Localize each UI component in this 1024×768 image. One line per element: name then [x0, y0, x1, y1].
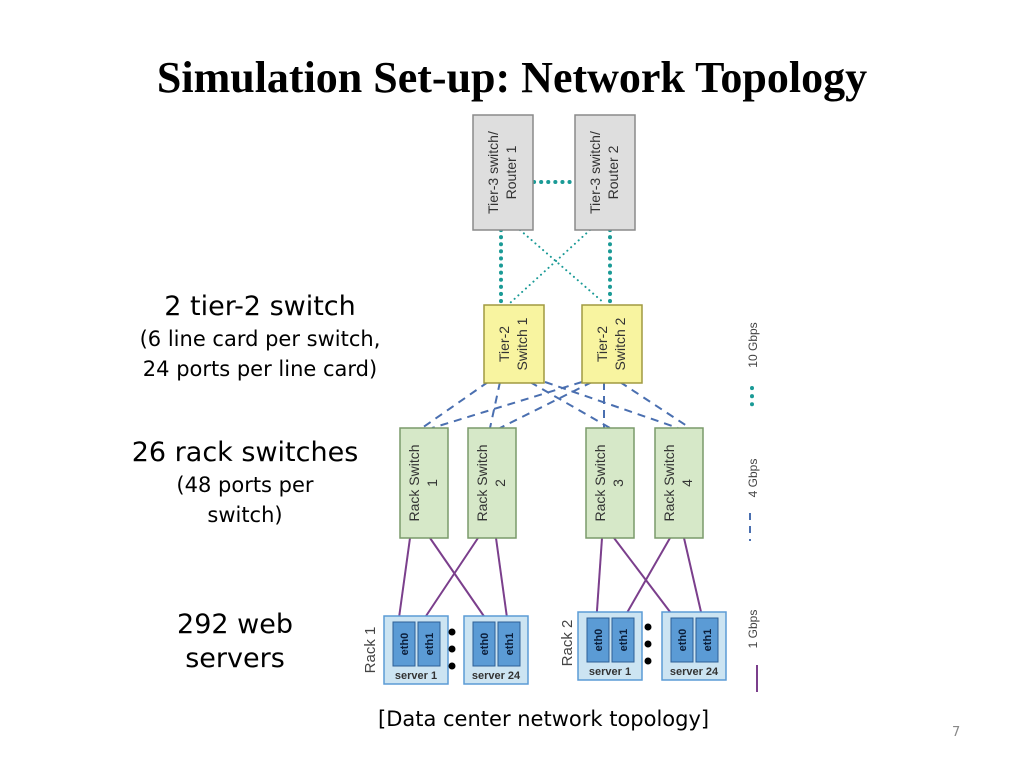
rack2-server-24-eth0: eth0: [677, 629, 689, 652]
rack2-server-24: eth0 eth1 server 24: [661, 611, 727, 681]
rack2-server-1: eth0 eth1 server 1: [577, 611, 643, 681]
rack1-server-24-eth1: eth1: [504, 633, 516, 656]
rack-switch-4-line1: Rack Switch: [661, 444, 677, 521]
rack1-server-1-eth0: eth0: [399, 633, 411, 656]
rack-switch-2-line1: Rack Switch: [474, 444, 490, 521]
servers-note-line2: servers: [185, 643, 285, 674]
tier3-router-2-line1: Tier-3 switch/: [587, 131, 603, 214]
tier2-note: 2 tier-2 switch (6 line card per switch,…: [100, 290, 420, 384]
rack1-server-24-eth0: eth0: [479, 633, 491, 656]
tier2-switch-1-line2: Switch 1: [514, 317, 530, 370]
link-rack2-server24-eth1: [495, 537, 509, 626]
rack1-server-1-label: server 1: [395, 670, 437, 682]
legend: 10 Gbps 4 Gbps 1 Gbps: [746, 322, 760, 692]
rack2-server-1-eth0: eth0: [593, 629, 605, 652]
tier2-switch-2: Tier-2 Switch 2: [581, 304, 643, 384]
link-rack2-server1-eth1: [419, 537, 479, 626]
tier2-switch-2-line2: Switch 2: [612, 317, 628, 370]
rack-switch-2: Rack Switch 2: [467, 427, 517, 539]
link-t2-1-rack2: [489, 381, 501, 429]
rack-note: 26 rack switches (48 ports per switch): [100, 436, 390, 530]
rack1-server-1-eth1: eth1: [424, 633, 436, 656]
legend-10gbps: 10 Gbps: [746, 322, 760, 412]
rack-note-line2: switch): [207, 503, 283, 527]
links-10gbps: [499, 180, 612, 307]
page-number: 7: [952, 725, 961, 740]
rack-switch-4: Rack Switch 4: [654, 427, 704, 539]
rack-switch-1-line2: 1: [424, 479, 440, 487]
rack2-server-24-label: server 24: [670, 666, 719, 678]
rack-switch-1-line1: Rack Switch: [406, 444, 422, 521]
legend-1gbps: 1 Gbps: [746, 610, 760, 692]
link-rack3-server1-eth0: [595, 537, 603, 626]
tier2-switch-2-line1: Tier-2: [594, 326, 610, 362]
legend-4gbps: 4 Gbps: [746, 459, 760, 541]
tier3-router-2: Tier-3 switch/ Router 2: [574, 114, 636, 231]
link-t2-2-rack1: [431, 381, 583, 429]
link-t2-1-rack3: [529, 381, 611, 429]
links-1gbps: [397, 537, 705, 626]
tier2-note-heading: 2 tier-2 switch: [164, 291, 356, 322]
servers-note: 292 web servers: [140, 608, 330, 676]
link-rack1-server1-eth0: [397, 537, 411, 626]
rack1-ellipsis: [448, 628, 456, 670]
link-rack3-server24-eth0: [613, 537, 681, 626]
rack-switch-3: Rack Switch 3: [585, 427, 635, 539]
rack-note-heading: 26 rack switches: [131, 437, 359, 468]
tier3-router-1-line1: Tier-3 switch/: [485, 131, 501, 214]
tier2-note-line2: 24 ports per line card): [142, 357, 378, 381]
legend-4gbps-label: 4 Gbps: [746, 459, 760, 498]
rack-switch-3-line2: 3: [610, 479, 626, 487]
servers-note-line1: 292 web: [177, 609, 293, 640]
rack-switch-2-line2: 2: [492, 479, 508, 487]
link-rack4-server1-eth1: [619, 537, 671, 626]
tier3-router-1: Tier-3 switch/ Router 1: [472, 114, 534, 231]
tier3-router-2-line2: Router 2: [605, 145, 621, 199]
rack-switch-1: Rack Switch 1: [399, 427, 449, 539]
tier2-switch-1-line1: Tier-2: [496, 326, 512, 362]
legend-10gbps-label: 10 Gbps: [746, 322, 760, 367]
rack2-server-1-eth1: eth1: [618, 629, 630, 652]
slide-title: Simulation Set-up: Network Topology: [156, 53, 868, 102]
tier2-switch-1: Tier-2 Switch 1: [483, 304, 545, 384]
rack1-server-24-label: server 24: [472, 670, 521, 682]
link-t2-1-rack4: [544, 381, 679, 429]
rack2-server-1-label: server 1: [589, 666, 631, 678]
diagram-caption: [Data center network topology]: [378, 707, 710, 731]
tier2-note-line1: (6 line card per switch,: [139, 327, 381, 351]
link-t2-2-rack2: [499, 381, 593, 429]
legend-1gbps-label: 1 Gbps: [746, 610, 760, 649]
link-router1-tier2-2: [519, 229, 605, 304]
rack-switch-4-line2: 4: [679, 479, 695, 487]
rack2-server-24-eth1: eth1: [702, 629, 714, 652]
rack2-ellipsis: [644, 623, 652, 665]
rack-1-label: Rack 1: [362, 627, 379, 674]
link-rack4-server24-eth1: [683, 537, 705, 626]
rack-switch-3-line1: Rack Switch: [592, 444, 608, 521]
tier3-router-1-line2: Router 1: [503, 145, 519, 199]
rack1-server-1: eth0 eth1 server 1: [383, 615, 449, 685]
link-rack1-server24-eth0: [429, 537, 491, 626]
link-router2-tier2-1: [509, 229, 591, 304]
rack-note-line1: (48 ports per: [176, 473, 314, 497]
links-4gbps: [421, 381, 691, 429]
rack1-server-24: eth0 eth1 server 24: [463, 615, 529, 685]
rack-2-label: Rack 2: [559, 620, 576, 667]
